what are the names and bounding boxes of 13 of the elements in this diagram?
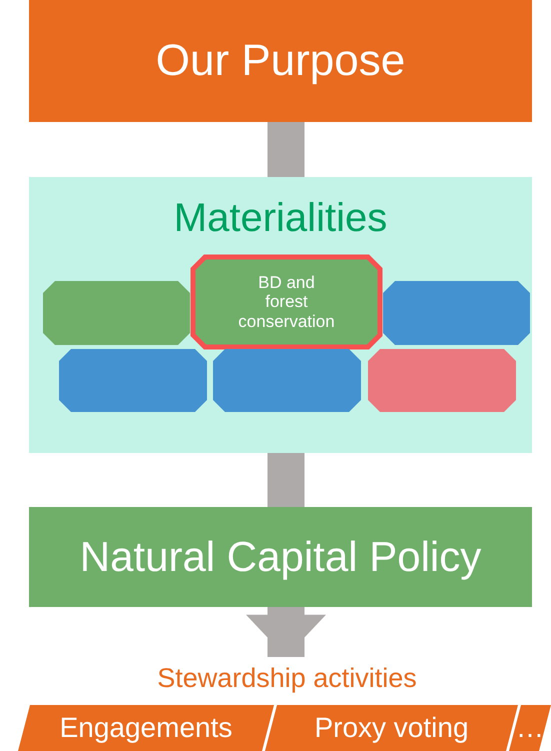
tab-label: … xyxy=(516,712,544,744)
octagon-label: BD and forest conservation xyxy=(237,272,336,332)
box-title: Natural Capital Policy xyxy=(80,532,482,582)
materialities-panel xyxy=(29,177,532,453)
policy-box xyxy=(29,507,532,607)
panel-heading: Materialities xyxy=(174,195,388,241)
section-heading: Stewardship activities xyxy=(157,663,417,695)
box-title: Our Purpose xyxy=(156,36,406,86)
tab-label: Engagements xyxy=(60,712,232,744)
purpose-box xyxy=(29,0,532,122)
block-arrow xyxy=(246,607,326,657)
tab-label: Proxy voting xyxy=(314,712,469,744)
connector-bar xyxy=(268,122,304,177)
